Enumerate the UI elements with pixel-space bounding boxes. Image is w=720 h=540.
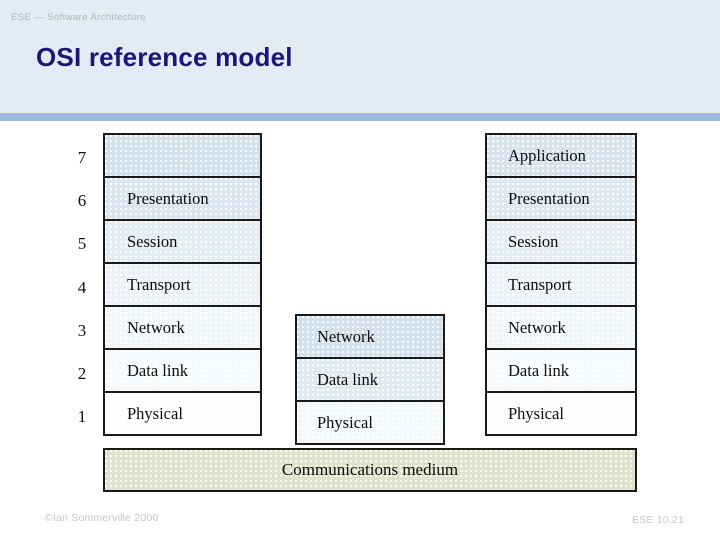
level-number-1: 1 <box>77 407 87 427</box>
layer-label-host-b-stack-1: Physical <box>508 403 564 423</box>
layer-box-host-b-stack-4: Transport <box>485 262 637 307</box>
layer-label-host-a-stack-4: Transport <box>127 274 191 294</box>
level-number-2: 2 <box>77 364 87 383</box>
layer-label-host-b-stack-4: Transport <box>508 274 572 294</box>
layer-label-host-b-stack-3: Network <box>508 317 566 337</box>
layer-label-host-a-stack-2: Data link <box>127 360 188 380</box>
copyright-label: ©Ian Sommerville 2000 <box>45 512 159 524</box>
layer-label-router-stack-1: Physical <box>317 412 373 432</box>
page-title: OSI reference model <box>36 42 293 72</box>
layer-box-host-b-stack-7: Application <box>485 133 637 178</box>
layer-label-host-b-stack-6: Presentation <box>508 188 590 208</box>
slide-header: ESE — Software Architecture OSI referenc… <box>0 0 720 113</box>
layer-box-host-b-stack-2: Data link <box>485 348 637 393</box>
layer-box-host-a-stack-2: Data link <box>103 348 262 393</box>
layer-label-router-stack-3: Network <box>317 326 375 346</box>
level-number-3: 3 <box>77 320 87 340</box>
course-kicker: ESE — Software Architecture <box>11 12 146 23</box>
layer-label-host-b-stack-7: Application <box>508 145 586 165</box>
level-number-4: 4 <box>77 277 87 297</box>
layer-box-host-b-stack-1: Physical <box>485 391 637 436</box>
layer-label-host-b-stack-2: Data link <box>508 360 569 380</box>
slide-number-label: ESE 10.21 <box>631 514 684 526</box>
layer-box-host-a-stack-4: Transport <box>103 262 262 307</box>
layer-box-host-a-stack-5: Session <box>103 219 262 264</box>
layer-box-router-stack-1: Physical <box>295 400 445 445</box>
layer-box-router-stack-3: Network <box>295 314 445 359</box>
layer-label-host-a-stack-6: Presentation <box>127 188 209 208</box>
layer-label-host-b-stack-5: Session <box>508 231 559 251</box>
communications-medium-box: Communications medium <box>103 448 637 492</box>
layer-label-router-stack-2: Data link <box>317 369 378 389</box>
layer-label-host-a-stack-1: Physical <box>127 403 183 423</box>
layer-box-host-a-stack-6: Presentation <box>103 176 262 221</box>
layer-box-host-b-stack-5: Session <box>485 219 637 264</box>
layer-box-host-a-stack-3: Network <box>103 305 262 350</box>
level-number-gutter: 7 6 5 4 3 2 1 <box>66 133 98 453</box>
level-number-5: 5 <box>77 234 87 254</box>
layer-box-router-stack-2: Data link <box>295 357 445 402</box>
header-divider <box>0 113 720 121</box>
layer-box-host-a-stack-7 <box>103 133 262 178</box>
layer-box-host-b-stack-6: Presentation <box>485 176 637 221</box>
layer-box-host-a-stack-1: Physical <box>103 391 262 436</box>
level-number-6: 6 <box>77 191 87 211</box>
layer-label-host-a-stack-5: Session <box>127 231 178 251</box>
layer-box-host-b-stack-3: Network <box>485 305 637 350</box>
layer-label-host-a-stack-3: Network <box>127 317 185 337</box>
level-number-7: 7 <box>77 148 87 167</box>
communications-medium-label: Communications medium <box>281 460 459 479</box>
